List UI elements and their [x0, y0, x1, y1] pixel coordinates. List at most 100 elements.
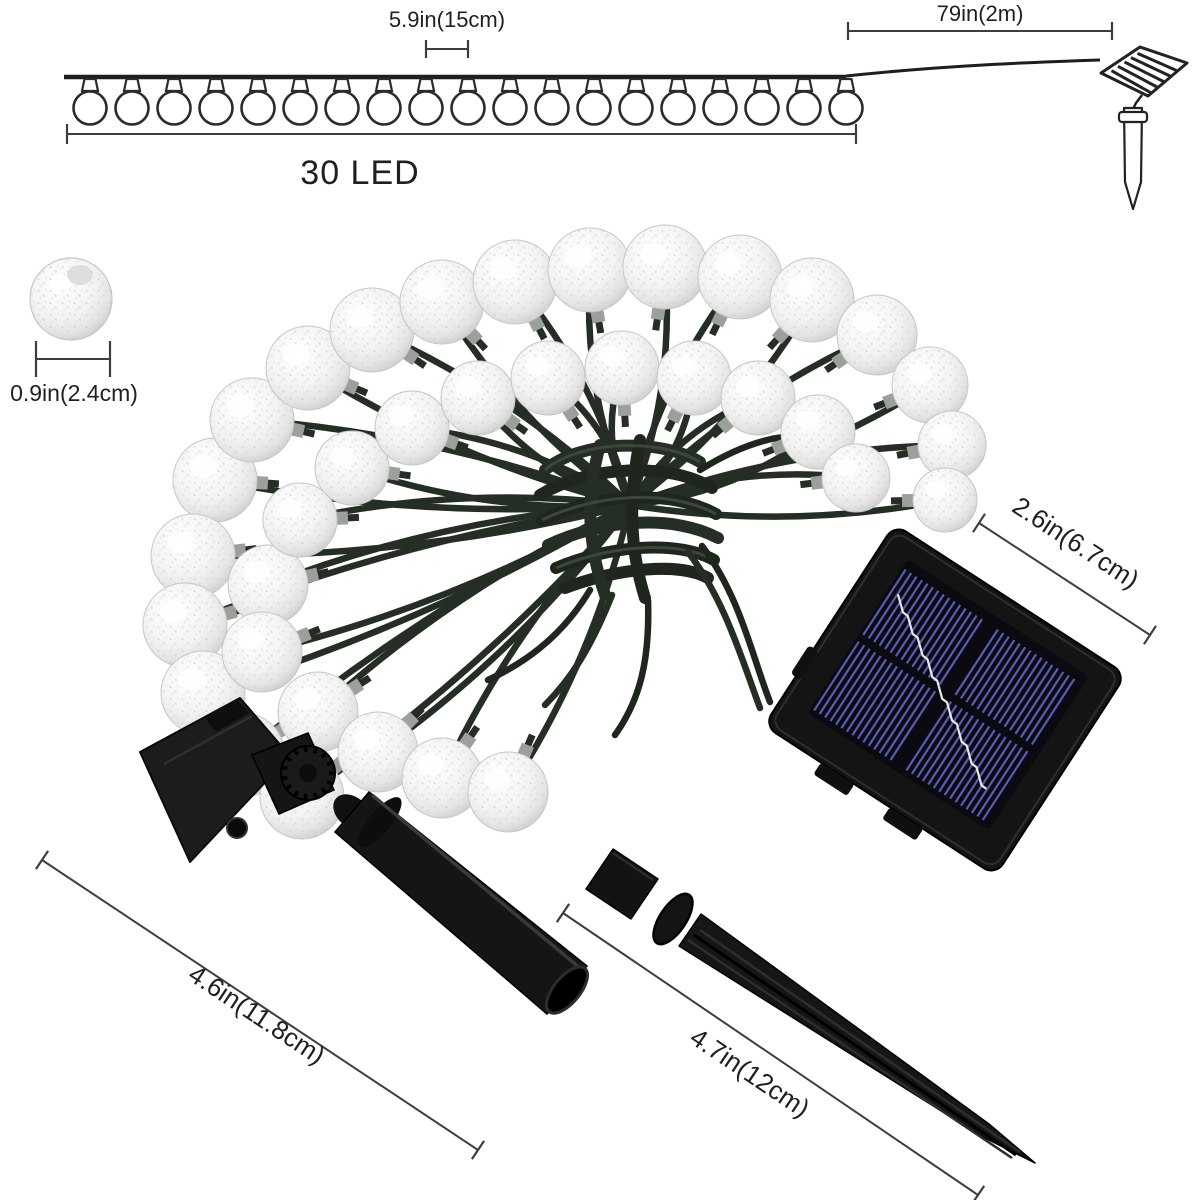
solar-cell-stripe: [867, 676, 915, 747]
crystal-ball-texture: [822, 444, 890, 512]
line-art-bulb: [492, 90, 528, 126]
stake-ridge-1: [699, 928, 1021, 1154]
solar-cell-stripe: [998, 657, 1043, 724]
crystal-ball-highlight: [418, 754, 444, 776]
solar-cell-stripe: [981, 750, 1029, 821]
solar-cell-stripe: [1025, 674, 1070, 742]
line-art-bulb: [240, 90, 276, 126]
crystal-ball-highlight: [735, 376, 760, 396]
crystal-ball-highlight: [786, 275, 814, 298]
dimension-panel-size: [978, 522, 1151, 636]
solar-cell-stripe: [981, 646, 1027, 714]
crystal-ball-highlight: [671, 356, 696, 376]
line-art-bulb-cap: [248, 77, 268, 93]
pole-open-end: [545, 965, 589, 1015]
solar-cell-stripe: [889, 690, 937, 761]
label-pole-length: 4.6in(11.8cm): [183, 959, 331, 1071]
solar-stake-line-drawing: [1099, 45, 1189, 211]
stake-collar-ring: [652, 892, 694, 946]
crystal-ball-texture: [468, 752, 548, 832]
dimension-stake-length: [562, 912, 979, 1196]
line-art-bulb-cap: [500, 77, 520, 93]
solar-cell-stripe: [884, 687, 931, 758]
line-art-bulb-cap: [290, 77, 310, 93]
line-art-bulb-cap: [122, 77, 142, 93]
solar-cell-stripe: [916, 604, 962, 671]
crystal-ball-texture: [623, 225, 707, 309]
mini-panel-hatch: [1110, 51, 1178, 94]
crystal-ball-highlight: [189, 455, 217, 478]
label-led-count: 30 LED: [300, 154, 419, 192]
crystal-ball-texture: [473, 240, 557, 324]
crystal-ball-texture: [400, 260, 484, 344]
line-art-bulb: [114, 90, 150, 126]
crystal-ball-highlight: [714, 252, 742, 275]
knob-knurl: [326, 779, 334, 786]
crystal-ball-highlight: [346, 305, 374, 328]
crystal-ball-cap-reflection: [67, 265, 93, 285]
line-art-bulb: [744, 90, 780, 126]
knob-knurl: [312, 792, 319, 800]
crystal-ball-highlight: [564, 245, 592, 268]
line-art-bulb: [534, 90, 570, 126]
crystal-ball-texture: [511, 341, 585, 415]
wire-knot-strand: [584, 439, 611, 601]
solar-cell-stripe: [932, 718, 980, 789]
crystal-ball-highlight: [907, 362, 932, 383]
mini-panel-hatch-line: [1117, 65, 1158, 89]
crystal-ball-highlight: [167, 531, 195, 554]
stake-head-edge: [612, 851, 654, 882]
knob-knurl: [280, 775, 288, 781]
dimension-lines: [34, 22, 1157, 1200]
line-art-bulb-cap: [668, 77, 688, 93]
string-lights-line-drawing: [64, 58, 1101, 126]
solar-cell-stripe: [960, 632, 1005, 700]
line-art-bulb: [660, 90, 696, 126]
knob-knurl: [292, 790, 300, 798]
solar-cell-stripe: [965, 739, 1013, 810]
crystal-ball-texture: [657, 341, 731, 415]
wire-knot-highlight: [544, 444, 701, 472]
label-cable-length: 79in(2m): [937, 1, 1024, 26]
knob-knurl: [303, 745, 308, 753]
dimension-stake-length-tick: [973, 1185, 986, 1200]
knob-knurl: [320, 787, 328, 795]
solar-cell-stripe: [840, 658, 888, 729]
stake-head: [585, 848, 659, 920]
crystal-ball-highlight: [853, 311, 879, 333]
knob-knurl: [312, 746, 319, 754]
crystal-ball-highlight: [599, 346, 624, 366]
line-art-bulb-cap: [752, 77, 772, 93]
solar-cell-stripe: [927, 715, 974, 786]
line-art-bulb-cap: [416, 77, 436, 93]
line-art-bulb-cap: [458, 77, 478, 93]
solar-cell-stripe: [927, 611, 973, 679]
crystal-ball-highlight: [226, 395, 254, 418]
knob-knurl: [284, 783, 293, 791]
crystal-ball-texture: [585, 331, 659, 405]
solar-cell-stripe: [954, 628, 999, 696]
line-art-bulb: [576, 90, 612, 126]
crystal-ball-highlight: [177, 668, 205, 691]
line-art-bulb-cap: [164, 77, 184, 93]
dimension-panel-size-tick: [972, 513, 986, 533]
line-art-bulbs: [72, 77, 864, 126]
solar-cell-stripe: [916, 708, 963, 779]
crystal-ball-highlight: [243, 561, 270, 583]
crystal-ball-highlight: [159, 600, 187, 623]
solar-cell-stripe: [873, 576, 918, 643]
cable-to-panel-line: [845, 58, 1101, 78]
wire-to-panel: [684, 548, 764, 712]
solar-cell-stripe: [835, 655, 882, 726]
knob-knurl: [284, 755, 293, 763]
crystal-ball-highlight: [282, 343, 310, 366]
crystal-ball-highlight: [639, 242, 667, 265]
solar-cell-stripe: [1030, 678, 1076, 746]
pole-highlight: [370, 793, 582, 970]
solar-panel-tab-right: [883, 808, 923, 840]
solar-cell-stripe: [938, 722, 985, 793]
solar-cell-stripe: [910, 704, 958, 775]
dimension-panel-size-tick: [1143, 625, 1157, 645]
line-art-bulb-cap: [542, 77, 562, 93]
